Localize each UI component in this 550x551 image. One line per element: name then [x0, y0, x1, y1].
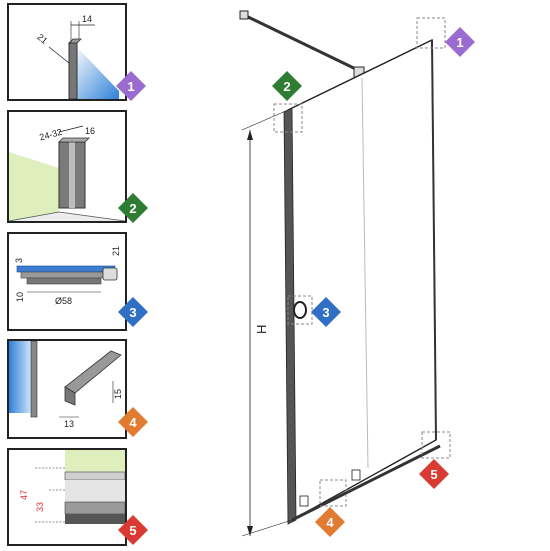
- detail-2-drawing: 24-32 16: [9, 125, 125, 221]
- assembly-callout-4: 4: [314, 506, 346, 538]
- diamond-icon: [315, 507, 345, 537]
- highlight-box-1: [416, 17, 446, 49]
- detail-panel-2: 24-32 16: [7, 110, 127, 223]
- detail-panel-4: 13 15: [7, 339, 127, 439]
- wall-surface: [9, 152, 59, 221]
- svg-text:2: 2: [283, 79, 290, 94]
- floor-profile: [291, 444, 441, 522]
- detail-panel-1: 14 21: [7, 3, 127, 101]
- callout-badge-4: 4: [117, 406, 149, 438]
- dim-21: 21: [35, 32, 49, 46]
- detail-4-drawing: 13 15: [9, 341, 123, 429]
- highlight-box-3: [287, 295, 313, 325]
- detail-1-drawing: 14 21: [35, 14, 119, 99]
- detail-3-drawing: Ø58 3 10 21: [14, 246, 121, 306]
- dim-15: 15: [113, 389, 123, 399]
- svg-text:5: 5: [430, 467, 437, 482]
- glass-panel: [287, 38, 437, 522]
- dim-14: 14: [82, 14, 92, 24]
- glass-pane: [75, 45, 119, 99]
- svg-text:3: 3: [129, 305, 136, 320]
- dim-diameter: Ø58: [55, 296, 72, 306]
- detail-5-drawing: 47 33: [19, 450, 125, 524]
- svg-text:4: 4: [129, 415, 137, 430]
- assembly-callout-1: 1: [444, 26, 476, 58]
- diamond-icon: [118, 193, 148, 223]
- highlight-box-4: [319, 479, 347, 507]
- callout-badge-3: 3: [117, 296, 149, 328]
- diamond-icon: [311, 297, 341, 327]
- wall-surface: [65, 450, 125, 472]
- dim-3: 3: [14, 258, 24, 263]
- callout-badge-1: 1: [115, 70, 147, 102]
- diamond-icon: [116, 71, 146, 101]
- diamond-icon: [445, 27, 475, 57]
- svg-text:5: 5: [129, 523, 136, 538]
- assembly-callout-3: 3: [310, 296, 342, 328]
- dim-13: 13: [64, 419, 74, 429]
- detail-panel-5: 47 33: [7, 448, 127, 546]
- assembly-callout-2: 2: [271, 70, 303, 102]
- wall-bracket: [239, 10, 249, 20]
- highlight-box-5: [421, 431, 451, 459]
- stabilizer-clamp: [102, 267, 118, 281]
- diamond-icon: [118, 515, 148, 545]
- assembly-callout-5: 5: [418, 458, 450, 490]
- dim-21: 21: [111, 246, 121, 256]
- svg-text:4: 4: [326, 515, 334, 530]
- detail-panel-3: Ø58 3 10 21: [7, 232, 127, 331]
- callout-badge-5: 5: [117, 514, 149, 546]
- stabilizer-joint: [293, 301, 307, 319]
- diamond-icon: [118, 407, 148, 437]
- wall-profile: [283, 107, 297, 525]
- dim-47: 47: [19, 490, 29, 500]
- dim-33: 33: [35, 502, 45, 512]
- dim-16: 16: [85, 126, 95, 136]
- highlight-box-2: [273, 103, 303, 133]
- svg-text:2: 2: [129, 201, 136, 216]
- svg-text:1: 1: [127, 79, 134, 94]
- diamond-icon: [419, 459, 449, 489]
- height-label: H: [254, 325, 269, 334]
- diamond-icon: [118, 297, 148, 327]
- stabilizer-bar: [243, 13, 363, 74]
- glass-edge: [9, 341, 31, 413]
- svg-text:3: 3: [322, 305, 329, 320]
- diamond-icon: [272, 71, 302, 101]
- svg-text:1: 1: [456, 35, 463, 50]
- dim-10: 10: [15, 292, 25, 302]
- callout-badge-2: 2: [117, 192, 149, 224]
